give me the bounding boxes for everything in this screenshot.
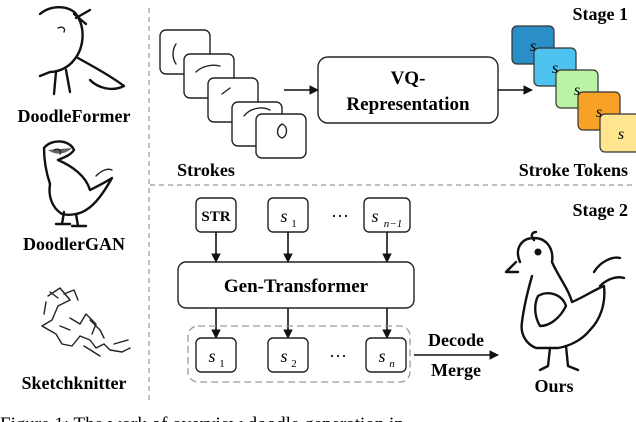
stroke-tokens-label: Stroke Tokens [519,160,628,180]
doodlergan-label: DoodlerGAN [23,234,125,254]
strokes-label: Strokes [177,160,235,180]
input-token-s1-label: s [280,206,287,226]
output-token-s2: s 2 [267,337,309,373]
input-token-str: STR [195,197,237,233]
sketchknitter-label: Sketchknitter [22,373,127,393]
decode-label: Decode [428,330,484,350]
stroke-token-label: s [574,82,580,99]
stroke-token-box [599,113,636,153]
gen-transformer-label: Gen-Transformer [224,276,369,297]
output-token-sn-sub: n [389,358,395,370]
sketchknitter-doodle [41,287,131,357]
stroke-token: s [599,113,636,153]
output-token-group [187,325,411,383]
gen-transformer-box [177,261,415,309]
merge-label: Merge [431,360,481,380]
ours-doodle [504,230,626,372]
figure-caption: Figure 1: The work of overview doodle ge… [0,414,404,422]
output-token-sn: s n [365,337,407,373]
output-ellipsis: ··· [329,346,347,366]
output-token-s2-sub: 2 [291,358,297,370]
stroke-token-label: s [552,60,558,77]
input-token-s1-box [267,197,309,233]
doodlergan-doodle [42,140,114,228]
input-token-sn-1-label: s [371,206,378,226]
output-token-s2-box [267,337,309,373]
output-token-s1-sub: 1 [219,358,225,370]
output-token-s1-label: s [208,346,215,366]
vq-box-line2: Representation [346,94,470,115]
stage1-title: Stage 1 [573,4,629,24]
stroke-token-label: s [596,104,602,121]
input-token-sn-1-sub: n−1 [384,218,402,230]
input-token-str-label: STR [201,209,230,225]
input-ellipsis: ··· [331,206,349,226]
vq-box-line1: VQ- [391,68,426,89]
stroke-token-label: s [530,38,536,55]
figure-caption-strip: Figure 1: The work of overview doodle ge… [0,414,404,422]
output-token-sn-box [365,337,407,373]
input-token-sn-1: s n−1 [363,197,411,233]
stroke-token-label: s [618,126,624,143]
output-token-s1-box [195,337,237,373]
output-token-s2-label: s [280,346,287,366]
input-token-s1-sub: 1 [291,218,297,230]
stage2-title: Stage 2 [573,200,629,220]
doodleformer-label: DoodleFormer [18,106,131,126]
output-token-sn-label: s [378,346,385,366]
stroke-cards [159,29,307,159]
doodleformer-doodle [38,6,126,96]
stroke-card [255,113,307,159]
ours-label: Ours [534,376,573,396]
input-token-s1: s 1 [267,197,309,233]
output-token-s1: s 1 [195,337,237,373]
